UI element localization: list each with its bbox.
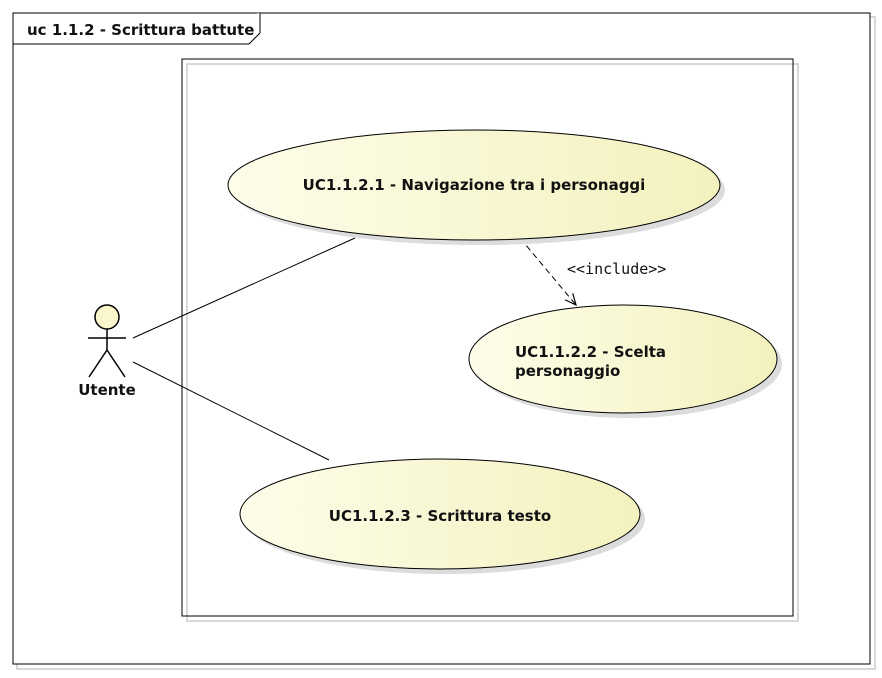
use-case-scelta-personaggio[interactable]: UC1.1.2.2 - Scelta personaggio	[468, 304, 782, 418]
use-case-scrittura-label: UC1.1.2.3 - Scrittura testo	[329, 507, 551, 525]
system-boundary	[181, 58, 799, 622]
include-stereotype-label: <<include>>	[567, 260, 666, 278]
use-case-navigazione[interactable]: UC1.1.2.1 - Navigazione tra i personaggi	[227, 129, 725, 245]
include-arrow	[519, 237, 577, 307]
use-case-scrittura-testo[interactable]: UC1.1.2.3 - Scrittura testo	[239, 458, 645, 574]
association-line-navigazione	[132, 237, 356, 339]
use-case-scelta-label-line2: personaggio	[515, 362, 620, 380]
association-line-scrittura	[132, 361, 330, 461]
use-case-scelta-label-line1: UC1.1.2.2 - Scelta	[515, 343, 666, 361]
include-dependency: <<include>>	[519, 237, 666, 307]
actor-label: Utente	[78, 381, 136, 399]
frame-title: uc 1.1.2 - Scrittura battute	[27, 21, 254, 39]
use-case-navigazione-label: UC1.1.2.1 - Navigazione tra i personaggi	[303, 176, 646, 194]
associations	[132, 237, 356, 461]
actor-utente[interactable]: Utente	[78, 304, 136, 399]
actor-stick-figure-icon	[88, 304, 126, 378]
